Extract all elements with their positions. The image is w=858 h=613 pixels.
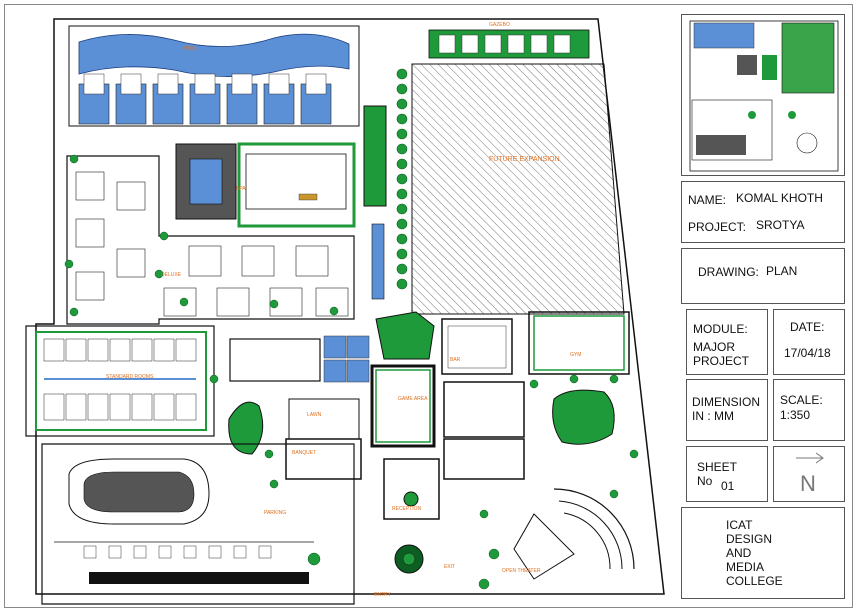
tree-column [396, 68, 408, 290]
key-plan-thumbnail [689, 20, 839, 172]
pool-water [78, 33, 350, 77]
label-banquet: BANQUET [292, 450, 317, 456]
standard-rooms-block [25, 325, 215, 437]
reception-block [383, 458, 440, 520]
label-pool: POOL [184, 46, 198, 52]
drawing-cell: DRAWING: PLAN [681, 248, 845, 304]
green-strip [363, 105, 387, 207]
project-label: PROJECT: [688, 220, 747, 234]
north-letter: N [800, 471, 816, 496]
deluxe-block [66, 155, 355, 325]
label-spa: SPA [236, 186, 246, 192]
label-lawn: LAWN [307, 412, 322, 418]
pool-cottages [78, 83, 332, 125]
water-pads [323, 335, 370, 383]
label-game-area: GAME AREA [398, 396, 428, 402]
gym-block [528, 311, 630, 375]
label-open-theater: OPEN THEATER [502, 568, 541, 574]
drawing-value: PLAN [766, 264, 798, 278]
site-plan: GAZEBO POOL FUTURE EXPANSION SPA DELUXE … [25, 18, 665, 605]
name-value: KOMAL KHOTH [736, 191, 823, 205]
kitchen-block [443, 438, 525, 480]
label-future-expansion: FUTURE EXPANSION [489, 156, 560, 163]
module-cell: MODULE: MAJOR PROJECT [686, 309, 768, 375]
label-gazebo: GAZEBO [489, 22, 510, 28]
scale-cell: SCALE: 1:350 [773, 379, 845, 441]
spa-block [237, 142, 356, 228]
label-standard-rooms: STANDARD ROOMS [106, 374, 154, 380]
north-cell: N [773, 446, 845, 502]
green-lawn-left [228, 401, 264, 455]
key-plan [681, 14, 845, 176]
drawing-frame [4, 4, 853, 608]
parking-block [41, 443, 355, 605]
college-name: ICAT DESIGN AND MEDIA COLLEGE [726, 518, 783, 588]
label-bar: BAR [450, 357, 461, 363]
date-value: 17/04/18 [784, 346, 831, 360]
module-value: MAJOR PROJECT [693, 340, 750, 368]
banquet-block [285, 438, 362, 480]
fountain [394, 544, 424, 574]
scale-label: SCALE: [780, 393, 823, 407]
game-area-block [370, 364, 436, 448]
name-label: NAME: [688, 193, 727, 207]
label-entry: ENTRY [374, 592, 391, 598]
green-lawn-pentagon [375, 311, 435, 360]
scattered-trees [64, 154, 639, 590]
label-deluxe: DELUXE [161, 272, 182, 278]
sheet-value: 01 [721, 479, 735, 493]
sheet-label: SHEET No [697, 460, 738, 488]
north-arrow-icon [796, 452, 824, 464]
conference-block [443, 381, 525, 438]
label-reception: RECEPTION [392, 506, 422, 512]
future-expansion-area [411, 63, 625, 315]
green-lawn-right [552, 389, 615, 445]
drawing-label: DRAWING: [698, 265, 759, 279]
module-label: MODULE: [693, 322, 748, 336]
open-theater [513, 488, 635, 580]
pool-block [68, 25, 360, 127]
scale-value: 1:350 [780, 408, 811, 422]
site-boundary [35, 18, 665, 595]
college-cell: ICAT DESIGN AND MEDIA COLLEGE [681, 507, 845, 599]
spa-courtyard [175, 143, 237, 220]
dimension-cell: DIMENSION IN : MM [686, 379, 768, 441]
sheet-cell: SHEET No 01 [686, 446, 768, 502]
label-gym: GYM [570, 352, 582, 358]
name-project-cell: NAME: KOMAL KHOTH PROJECT: SROTYA [681, 181, 845, 243]
label-parking: PARKING [264, 510, 287, 516]
restaurant-block [229, 338, 321, 382]
gazebo-block [428, 29, 590, 59]
date-label: DATE: [790, 320, 825, 334]
project-value: SROTYA [756, 218, 805, 232]
dimension-label: DIMENSION IN : MM [692, 395, 761, 423]
date-cell: DATE: 17/04/18 [773, 309, 845, 375]
bar-block [441, 318, 513, 375]
label-exit: EXIT [444, 564, 456, 570]
